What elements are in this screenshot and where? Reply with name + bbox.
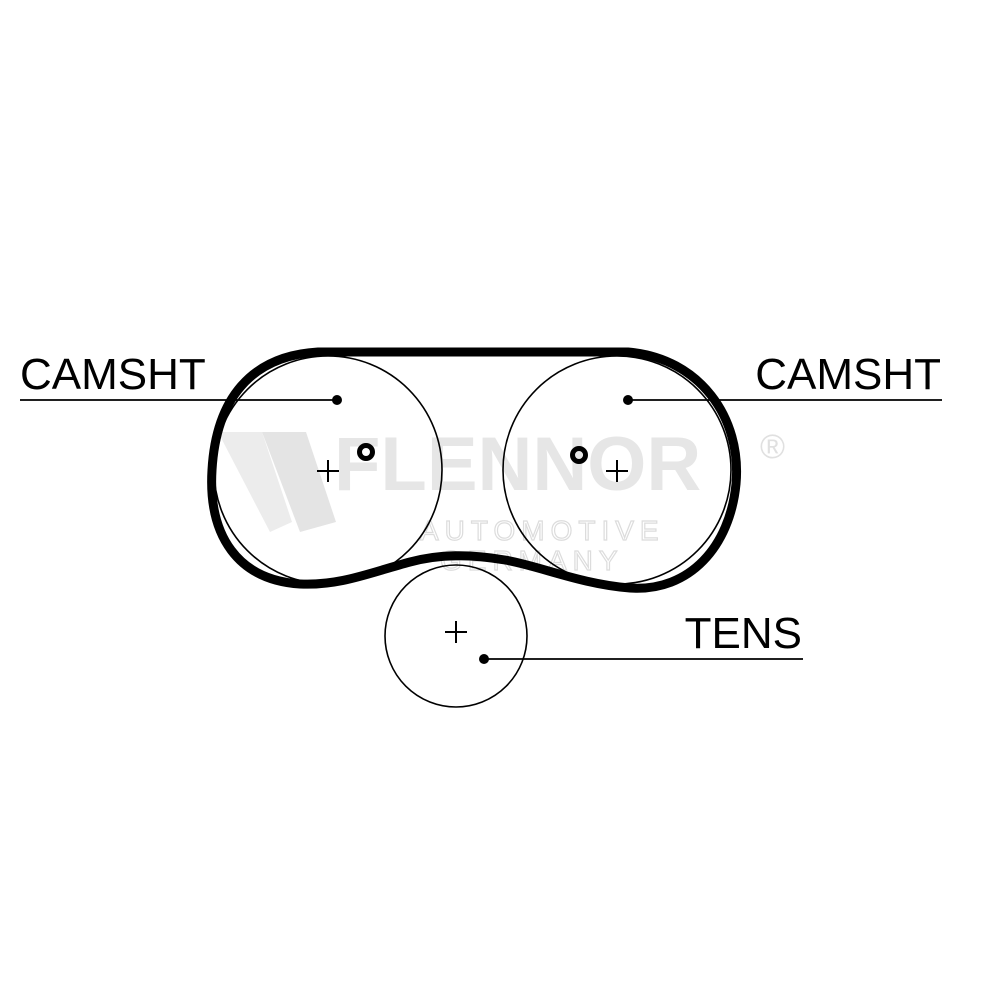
- label-camshaft-right: CAMSHT: [755, 350, 941, 399]
- leader-dot-camshaft-left: [332, 395, 342, 405]
- label-tensioner: TENS: [685, 609, 802, 658]
- timing-belt: [207, 347, 742, 593]
- timing-mark-icon-right: [570, 446, 588, 464]
- watermark-logo-icon: [218, 432, 292, 532]
- timing-mark-icon-left: [357, 443, 375, 461]
- watermark: FLENNOR ® AUTOMOTIVE GERMANY: [218, 422, 785, 577]
- watermark-brand: FLENNOR: [334, 422, 701, 507]
- crosshair-icon-tensioner: [445, 621, 467, 643]
- crosshair-icon-left: [317, 460, 339, 482]
- watermark-registered-mark: ®: [760, 428, 785, 466]
- watermark-line1: AUTOMOTIVE: [420, 515, 665, 546]
- watermark-logo-icon-stripe: [262, 432, 336, 532]
- tensioner-pulley: [384, 564, 528, 708]
- leader-dot-camshaft-right: [623, 395, 633, 405]
- leader-dot-tensioner: [479, 654, 489, 664]
- crosshair-icon-right: [606, 460, 628, 482]
- label-camshaft-left: CAMSHT: [20, 350, 206, 399]
